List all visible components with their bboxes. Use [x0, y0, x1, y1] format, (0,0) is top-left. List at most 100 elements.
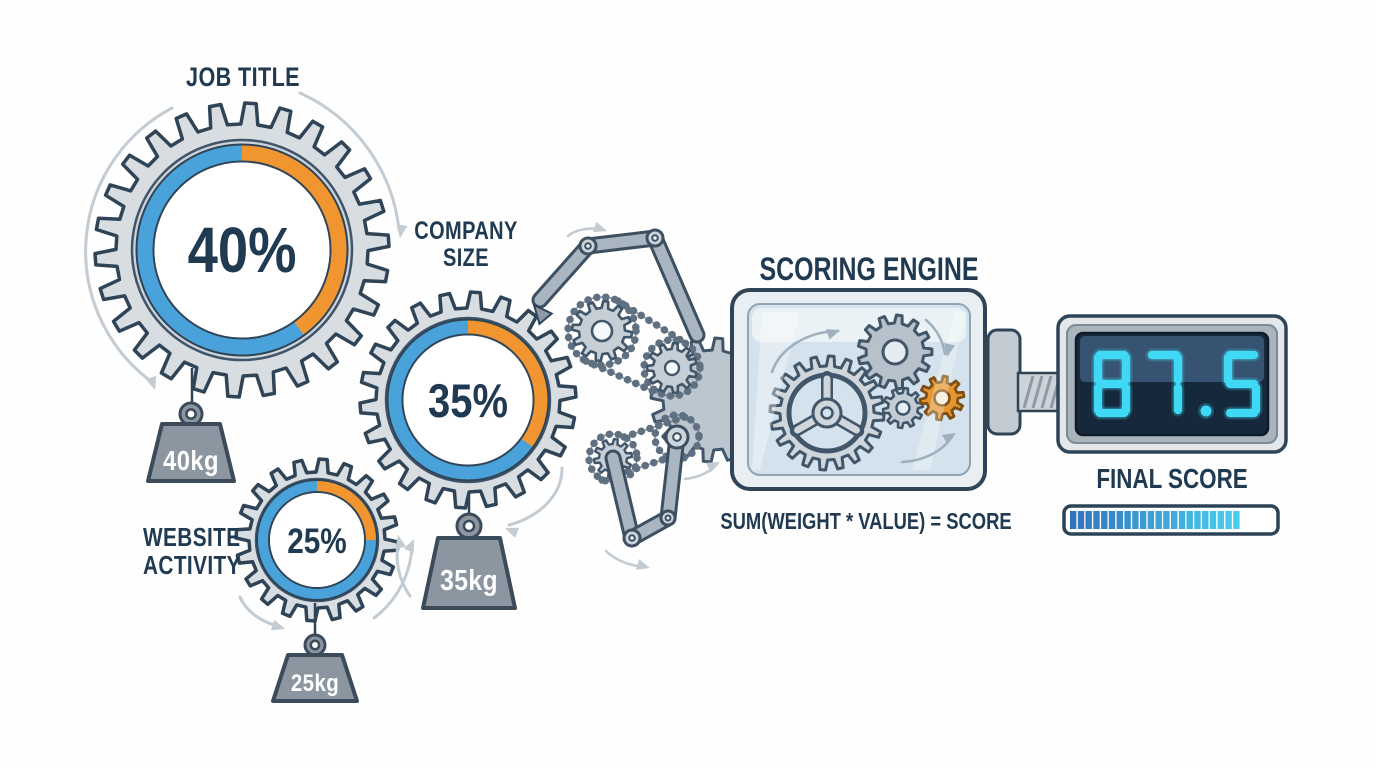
background-arrows [84, 91, 408, 390]
arrow-curve [298, 91, 401, 232]
progress-segment [1147, 511, 1155, 529]
arrow-head [825, 329, 840, 340]
progress-segment [1194, 511, 1201, 529]
gear-job-title [93, 101, 391, 399]
arrow-head [270, 619, 285, 631]
wheel-hub-hole [820, 406, 834, 420]
progress-segment [1139, 511, 1147, 529]
gear-website-activity-face [270, 493, 364, 587]
factor-label-website-line1: WEBSITE [143, 523, 241, 552]
labels-layer: JOB TITLE COMPANY SIZE WEBSITE ACTIVITY … [143, 63, 1248, 697]
weight-value-25kg: 25kg [291, 669, 339, 696]
progress-segment [1217, 511, 1224, 529]
chain-links [640, 336, 704, 400]
arrow-head [592, 221, 607, 233]
weight-35kg-body [421, 536, 517, 610]
factor-percent-website-activity: 25% [287, 522, 347, 561]
progress-segment [1085, 511, 1092, 529]
gear-company-size [358, 290, 578, 510]
gear-website-activity-ring-outline-inner [268, 491, 366, 589]
progress-segment [1209, 511, 1217, 529]
engine-wheel-gear [768, 354, 886, 472]
weight-35kg-handle-hole [462, 519, 476, 533]
shaft-thread [1022, 375, 1035, 409]
progress-segment [1108, 511, 1116, 529]
weight-40kg-body [146, 422, 236, 483]
arrow-head [941, 433, 956, 445]
engine-gear-top-hole [881, 338, 909, 366]
factor-label-company-line1: COMPANY [414, 217, 517, 245]
progress-segment [1124, 511, 1131, 529]
gear-mid-hole [663, 359, 681, 377]
engine-right-cap [986, 328, 1022, 436]
arrow-head [944, 343, 956, 357]
chain-linkage-mechanism [531, 228, 777, 548]
score-display [1056, 314, 1288, 536]
sprocket-upper-hole [590, 319, 614, 343]
progress-segment [1093, 511, 1100, 529]
factor-percent-company-size: 35% [428, 376, 508, 428]
linkage-bar [662, 431, 683, 524]
gear-company-size-orange-arc [467, 319, 549, 448]
pivot-hole [672, 432, 682, 442]
progress-segment [1155, 511, 1162, 529]
glass-streak [912, 312, 966, 470]
gear-job-title-face [154, 162, 330, 338]
arm-claw [532, 303, 554, 326]
linkage-bar [582, 232, 661, 252]
weight-25kg-handle-hole [309, 639, 321, 651]
arrow-head [145, 375, 157, 390]
progress-segment [1171, 511, 1178, 529]
motion-arrows [238, 221, 720, 631]
weights [146, 368, 517, 703]
gear-job-title-ring-outline-outer [135, 143, 349, 357]
arrow-curve [507, 466, 564, 527]
engine-gear-orange-hole [933, 389, 951, 407]
shaft-thread [1031, 375, 1044, 409]
progress-segment [1202, 511, 1209, 529]
progress-segment [1163, 511, 1170, 529]
factor-percent-job-title: 40% [188, 214, 297, 286]
arrow-curve [84, 106, 174, 384]
arrow-head [403, 539, 414, 554]
gear-company-size-face [403, 335, 533, 465]
progress-segment [1225, 511, 1232, 529]
linkage-bar [649, 232, 703, 341]
chain-links [620, 412, 692, 441]
factor-label-job-title: JOB TITLE [186, 63, 300, 93]
progress-segment [1101, 511, 1108, 529]
score-display-value [1091, 348, 1263, 420]
pivot-hole [651, 234, 659, 242]
weight-value-40kg: 40kg [163, 444, 219, 476]
arrow-head [705, 462, 720, 473]
progress-segment [1077, 511, 1085, 529]
gear-website-activity-ring-outline-outer [256, 479, 378, 601]
linkage-bar [534, 240, 594, 306]
arrow-curve [924, 318, 947, 356]
gear-website-activity [234, 457, 400, 623]
linkage-bar [607, 452, 638, 544]
final-score-label: FINAL SCORE [1096, 464, 1247, 495]
gear-job-title-orange-arc [241, 144, 348, 336]
factor-label-website-line2: ACTIVITY [143, 551, 241, 580]
progress-segment [1186, 511, 1193, 529]
arrow-curve [372, 541, 414, 620]
glass-streak [752, 312, 800, 470]
pivot-hole [664, 514, 672, 522]
decimal-point [1200, 405, 1212, 417]
engine-formula: SUM(WEIGHT * VALUE) = SCORE [720, 509, 1011, 534]
arrow-head [395, 535, 407, 549]
arrow-head [635, 559, 650, 570]
gear-company-size-ring-outline-outer [386, 318, 550, 482]
progress-segment [1178, 511, 1186, 529]
factor-gears [93, 101, 578, 623]
progress-segment [1233, 511, 1240, 529]
shaft-thread [1040, 375, 1053, 409]
weight-25kg-body [271, 653, 359, 703]
weight-40kg [146, 368, 236, 483]
pivot-hole [628, 534, 636, 542]
engine-title: SCORING ENGINE [759, 252, 978, 288]
arrow-head [396, 224, 408, 238]
gear-website-activity-orange-arc [316, 480, 377, 541]
